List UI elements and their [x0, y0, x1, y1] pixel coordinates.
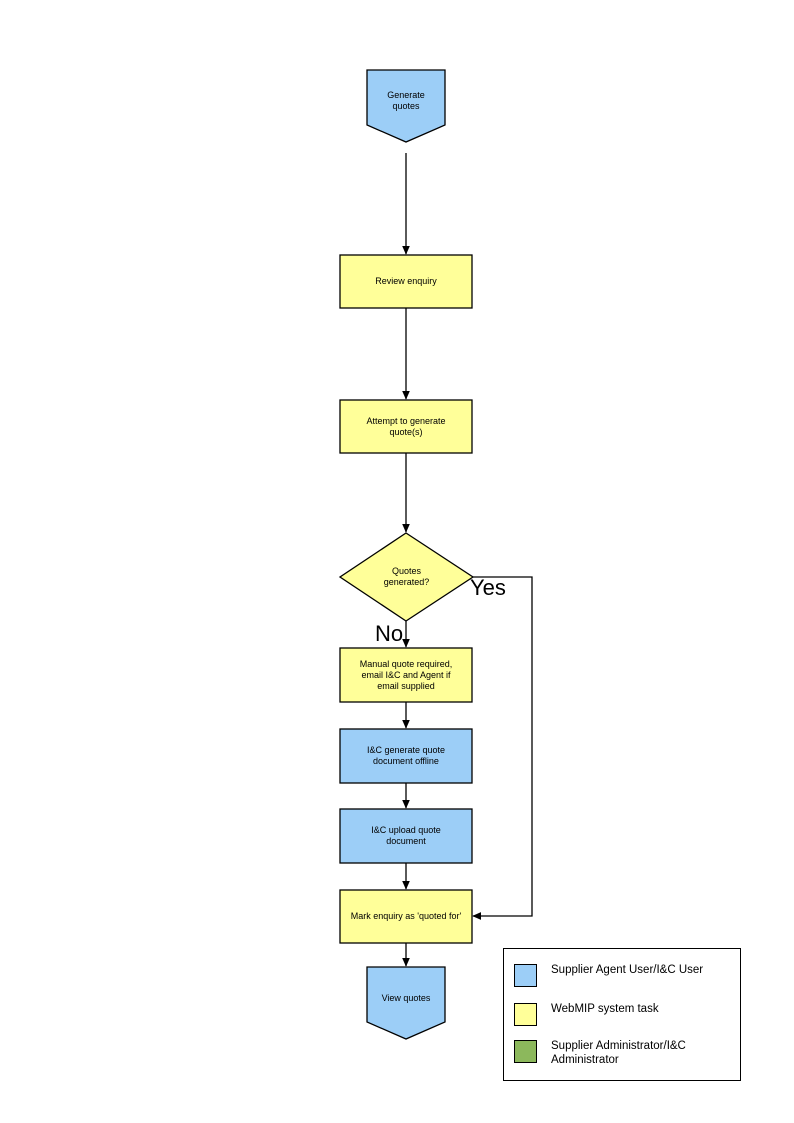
legend-label-system-task: WebMIP system task	[551, 1003, 659, 1015]
node-generate-quotes[interactable]	[366, 69, 446, 143]
edge-decision-yes-to-mark	[472, 576, 533, 920]
node-quotes-generated[interactable]	[338, 532, 475, 622]
legend-swatch-system-task	[514, 1003, 537, 1026]
node-ic-generate-quote-document-offline[interactable]	[339, 728, 473, 784]
legend-label-admin-task: Supplier Administrator/I&C Administrator	[551, 1040, 686, 1066]
node-attempt-to-generate-quotes[interactable]	[339, 399, 473, 454]
node-manual-quote-required[interactable]	[339, 647, 473, 703]
legend-item-supplier-agent-user: Supplier Agent User/I&C User	[514, 963, 703, 987]
edge-label-no: No	[375, 621, 404, 646]
legend-swatch-user-task	[514, 964, 537, 987]
legend-item-supplier-administrator: Supplier Administrator/I&C Administrator	[514, 1039, 686, 1067]
legend-item-webmip-system-task: WebMIP system task	[514, 1002, 659, 1026]
node-mark-enquiry-as-quoted-for[interactable]	[339, 889, 473, 944]
legend-swatch-admin-task	[514, 1040, 537, 1063]
legend-label-user-task: Supplier Agent User/I&C User	[551, 964, 704, 976]
node-ic-upload-quote-document[interactable]	[339, 808, 473, 864]
edge-label-yes: Yes	[470, 575, 506, 600]
legend: Supplier Agent User/I&C User WebMIP syst…	[503, 948, 741, 1081]
node-view-quotes[interactable]	[366, 966, 446, 1040]
node-review-enquiry[interactable]	[339, 254, 473, 309]
